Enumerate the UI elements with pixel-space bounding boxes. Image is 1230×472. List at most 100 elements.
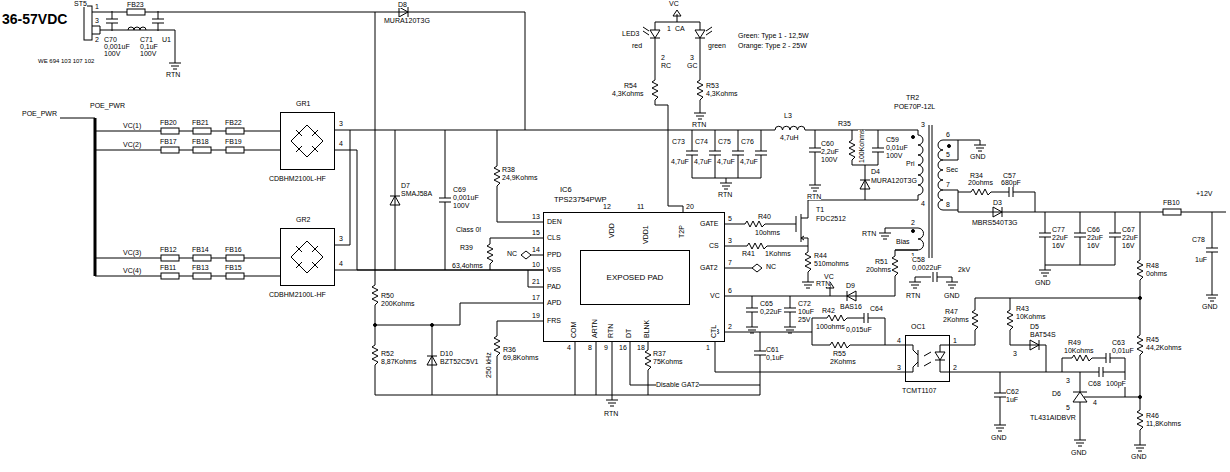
capacitor-symbol xyxy=(872,140,884,160)
part-label: BAT54S xyxy=(1030,331,1056,338)
misc-mark xyxy=(291,241,323,273)
part-label: FB20 xyxy=(160,119,177,126)
part-label: VC xyxy=(824,273,834,280)
part-label: GATE xyxy=(700,220,719,227)
exposed-pad: EXPOSED PAD xyxy=(580,250,690,305)
part-label: 2 xyxy=(95,36,99,43)
ground-symbol xyxy=(694,108,706,119)
part-label: R41 xyxy=(742,250,755,257)
part-label: LED3 xyxy=(622,30,640,37)
resistor-symbol xyxy=(1137,405,1143,435)
part-label: D3 xyxy=(993,199,1002,206)
part-label: R43 xyxy=(1016,305,1029,312)
led-symbol xyxy=(673,10,834,288)
part-label: C63 xyxy=(1112,339,1125,346)
part-label: R49 xyxy=(1068,339,1081,346)
part-label: VC(1) xyxy=(123,122,141,129)
part-label: FB17 xyxy=(160,138,177,145)
part-label: 11 xyxy=(637,203,644,210)
part-label: D6 xyxy=(1052,390,1061,397)
ground-symbol xyxy=(909,277,921,288)
part-label: C60 xyxy=(821,140,834,147)
part-label: 1uF xyxy=(1006,396,1018,403)
misc-mark xyxy=(521,251,762,272)
part-label: 0,015uF xyxy=(846,326,872,333)
part-label: RTN xyxy=(807,193,821,200)
diode-symbol xyxy=(391,7,415,17)
part-label: C78 xyxy=(1192,236,1205,243)
wire xyxy=(60,12,1226,440)
part-label: 8 xyxy=(588,344,592,351)
pin-name-vertical: RTN xyxy=(607,324,614,338)
part-label: 10ohms xyxy=(755,229,780,236)
bridge-rectifier: GR1CDBHM2100L-HF xyxy=(280,112,335,170)
capacitor-symbol xyxy=(856,313,876,323)
wire xyxy=(94,118,97,276)
part-label: 4,7uH xyxy=(780,134,799,141)
led-symbol xyxy=(643,22,712,75)
part-label: R55 xyxy=(833,350,846,357)
part-label: +12V xyxy=(1196,190,1213,197)
part-label: 16V xyxy=(1087,242,1099,249)
part-label: C67 xyxy=(1122,226,1135,233)
pin-name-vertical: 250 kHz xyxy=(485,352,492,378)
part-label: R36 xyxy=(503,346,516,353)
part-label: R37 xyxy=(653,350,666,357)
ferrite-bead xyxy=(161,255,179,261)
ground-symbol xyxy=(1074,435,1086,446)
part-label: 4,7uF xyxy=(671,158,689,165)
part-label: R40 xyxy=(758,213,771,220)
part-label: 22uF xyxy=(1087,234,1103,241)
part-label: VC(2) xyxy=(123,141,141,148)
part-label: L3 xyxy=(784,112,792,119)
transformer-symbol xyxy=(775,126,805,130)
part-label: 4,3Kohms xyxy=(612,90,644,97)
part-label: 3 xyxy=(339,120,343,127)
part-label: TL431AIDBVR xyxy=(1030,414,1076,421)
pin-name-vertical: DT xyxy=(625,329,632,338)
part-label: 20ohms xyxy=(866,266,891,273)
ground-symbol xyxy=(1039,265,1051,276)
ferrite-bead xyxy=(193,255,211,261)
capacitor-symbol xyxy=(1206,240,1218,260)
part-label: 1 xyxy=(953,337,957,344)
diode-symbol xyxy=(985,207,1009,217)
part-label: D4 xyxy=(871,168,880,175)
part-label: R54 xyxy=(624,82,637,89)
part-label: 8 xyxy=(946,201,950,208)
bridge-rectifier: GR2CDBHM2100L-HF xyxy=(280,228,335,286)
diode-symbol xyxy=(390,7,1087,402)
ground-symbol xyxy=(606,395,618,406)
transformer-symbol xyxy=(912,230,915,233)
part-label: 0,0022uF xyxy=(912,264,942,271)
part-label: RTN xyxy=(862,230,876,237)
resistor-symbol xyxy=(1007,305,1013,335)
transformer-symbol xyxy=(918,135,923,195)
part-label: 21 xyxy=(532,278,540,285)
part-label: 10 xyxy=(532,261,540,268)
part-label: TR2 xyxy=(906,94,919,101)
part-label: C68 xyxy=(1088,380,1101,387)
ground-symbol xyxy=(809,180,821,191)
resistor-symbol xyxy=(697,75,703,105)
part-label: C66 xyxy=(1087,226,1100,233)
part-label: 4 xyxy=(921,200,925,207)
part-label: FB15 xyxy=(225,264,242,271)
ground-symbol xyxy=(802,277,814,288)
part-label: 2,2uF xyxy=(821,148,839,155)
part-label: RTN xyxy=(718,191,732,198)
part-label: 22uF xyxy=(1122,234,1138,241)
diode-symbol xyxy=(1022,340,1046,350)
ferrite-bead xyxy=(161,273,179,279)
part-label: 15 xyxy=(532,229,540,236)
ferrite-bead xyxy=(226,255,244,261)
part-label: MURA120T3G xyxy=(384,17,430,24)
diode-symbol xyxy=(1073,385,1087,402)
part-label: 18 xyxy=(637,344,645,351)
part-label: R51 xyxy=(875,258,888,265)
transformer-symbol xyxy=(948,145,951,148)
resistor-symbol xyxy=(966,189,996,195)
part-label: R46 xyxy=(1146,412,1159,419)
capacitor-symbol xyxy=(754,343,766,363)
